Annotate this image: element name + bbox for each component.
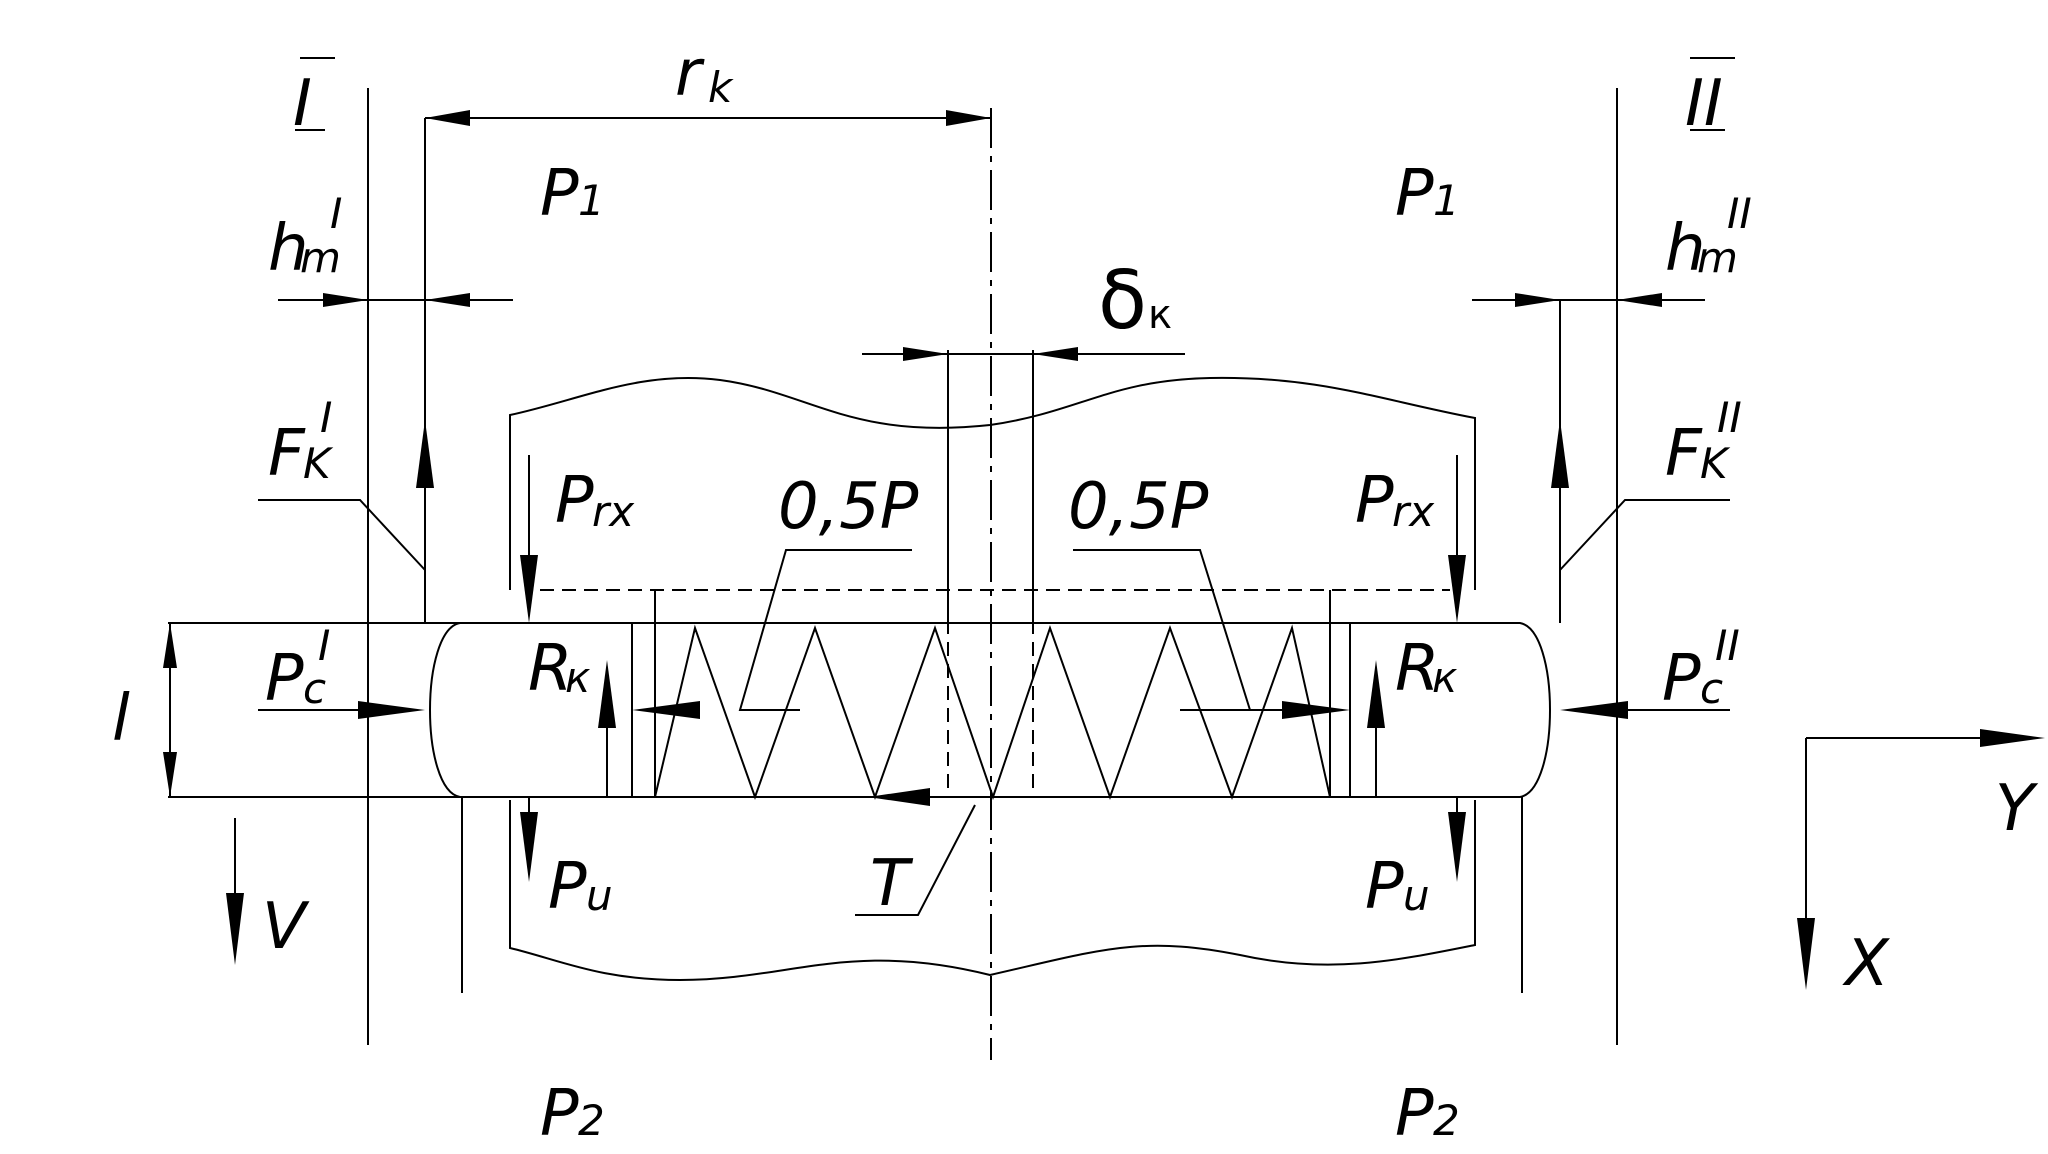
pu-right-sub: u — [1403, 871, 1430, 920]
spring-right-arrow — [1282, 701, 1350, 719]
hm-right-label: h — [1665, 212, 1706, 286]
p2-right-sub: 2 — [1433, 1096, 1460, 1145]
section-1-label: I — [293, 67, 312, 141]
axis-x-arrow — [1797, 918, 1815, 990]
spring-left-arrow — [632, 701, 700, 719]
spring-zigzag — [654, 624, 1331, 801]
rk-right-sub: к — [1432, 653, 1458, 702]
prx-right-label: P — [1355, 464, 1394, 538]
p2-left-sub: 2 — [578, 1096, 605, 1145]
hm-left-arrow-2 — [425, 293, 470, 307]
fk-right-sup: II — [1717, 393, 1742, 442]
ring-body — [429, 622, 1551, 798]
t-leader — [855, 804, 976, 916]
v-arrow — [226, 893, 244, 965]
pu-left-sub: u — [586, 871, 613, 920]
pc-left-arrow — [358, 701, 425, 719]
prx-right-arrow — [1448, 555, 1466, 623]
axis-y-arrow — [1980, 729, 2045, 747]
prx-left-sub: rx — [592, 487, 635, 536]
pc-right-sub: c — [1700, 664, 1723, 713]
half-p-right-leader — [1073, 549, 1251, 711]
upper-body-outline — [509, 376, 1476, 590]
l-arrow-top — [163, 623, 177, 668]
pc-left-sub: c — [303, 664, 326, 713]
fk-left-sup: I — [320, 393, 332, 442]
half-p-right-label: 0,5P — [1068, 470, 1209, 544]
pu-right-arrow — [1448, 812, 1466, 882]
p1-right-label: P — [1395, 157, 1434, 231]
pc-right-label: P — [1662, 642, 1701, 716]
t-arrow — [868, 788, 930, 806]
fk-left-sub: K — [303, 439, 334, 488]
pc-left-sup: I — [318, 621, 330, 670]
lower-body-outline — [509, 800, 1476, 982]
pc-left-label: P — [265, 642, 304, 716]
hm-right-sup: II — [1727, 189, 1752, 238]
p2-right-label: P — [1395, 1077, 1434, 1151]
rk-arrow-left — [425, 110, 470, 126]
fk-left-leader — [258, 499, 426, 571]
hm-right-sub: m — [1697, 233, 1738, 282]
v-label: V — [262, 890, 310, 964]
hm-right-arrow-1 — [1515, 293, 1560, 307]
p1-left-label: P — [540, 157, 579, 231]
delta-arrow-left — [903, 347, 948, 361]
pu-right-label: P — [1365, 850, 1404, 924]
hm-left-label: h — [268, 212, 309, 286]
pu-left-arrow — [520, 812, 538, 882]
rk-right-arrow — [1367, 660, 1385, 728]
rk-dim-label: r — [675, 37, 705, 111]
rk-arrow-right — [946, 110, 991, 126]
t-label: T — [870, 847, 914, 921]
fk-right-sub: K — [1700, 439, 1731, 488]
fk-right-arrow — [1551, 420, 1569, 488]
axis-x-label: X — [1842, 927, 1890, 1001]
l-arrow-bottom — [163, 752, 177, 797]
prx-right-sub: rx — [1392, 487, 1435, 536]
prx-left-label: P — [555, 464, 594, 538]
axis-y-label: Y — [1995, 772, 2039, 846]
rk-dim-label-sub: k — [708, 63, 734, 112]
p1-right-sub: 1 — [1433, 176, 1460, 225]
half-p-left-leader — [738, 549, 912, 711]
rk-left-label: R — [528, 632, 572, 706]
half-p-left-label: 0,5P — [778, 470, 919, 544]
delta-label-sub: к — [1148, 292, 1172, 338]
rk-left-sub: к — [565, 653, 591, 702]
hm-right-arrow-2 — [1617, 293, 1662, 307]
fk-right-label: F — [1665, 417, 1703, 491]
pc-right-sup: II — [1715, 621, 1740, 670]
prx-left-arrow — [520, 555, 538, 623]
hm-left-sub: m — [300, 233, 341, 282]
rk-right-label: R — [1395, 632, 1439, 706]
delta-label: δ — [1098, 254, 1147, 347]
pu-left-label: P — [548, 850, 587, 924]
pc-right-arrow — [1560, 701, 1628, 719]
hm-left-arrow-1 — [323, 293, 368, 307]
section-2-label: II — [1685, 67, 1723, 141]
fk-left-arrow — [416, 420, 434, 488]
fk-right-leader — [1559, 499, 1730, 571]
p2-left-label: P — [540, 1077, 579, 1151]
hm-left-sup: I — [330, 189, 342, 238]
delta-arrow-right — [1033, 347, 1078, 361]
p1-left-sub: 1 — [578, 176, 605, 225]
rk-left-arrow — [598, 660, 616, 728]
fk-left-label: F — [268, 417, 306, 491]
l-label: l — [112, 682, 130, 756]
